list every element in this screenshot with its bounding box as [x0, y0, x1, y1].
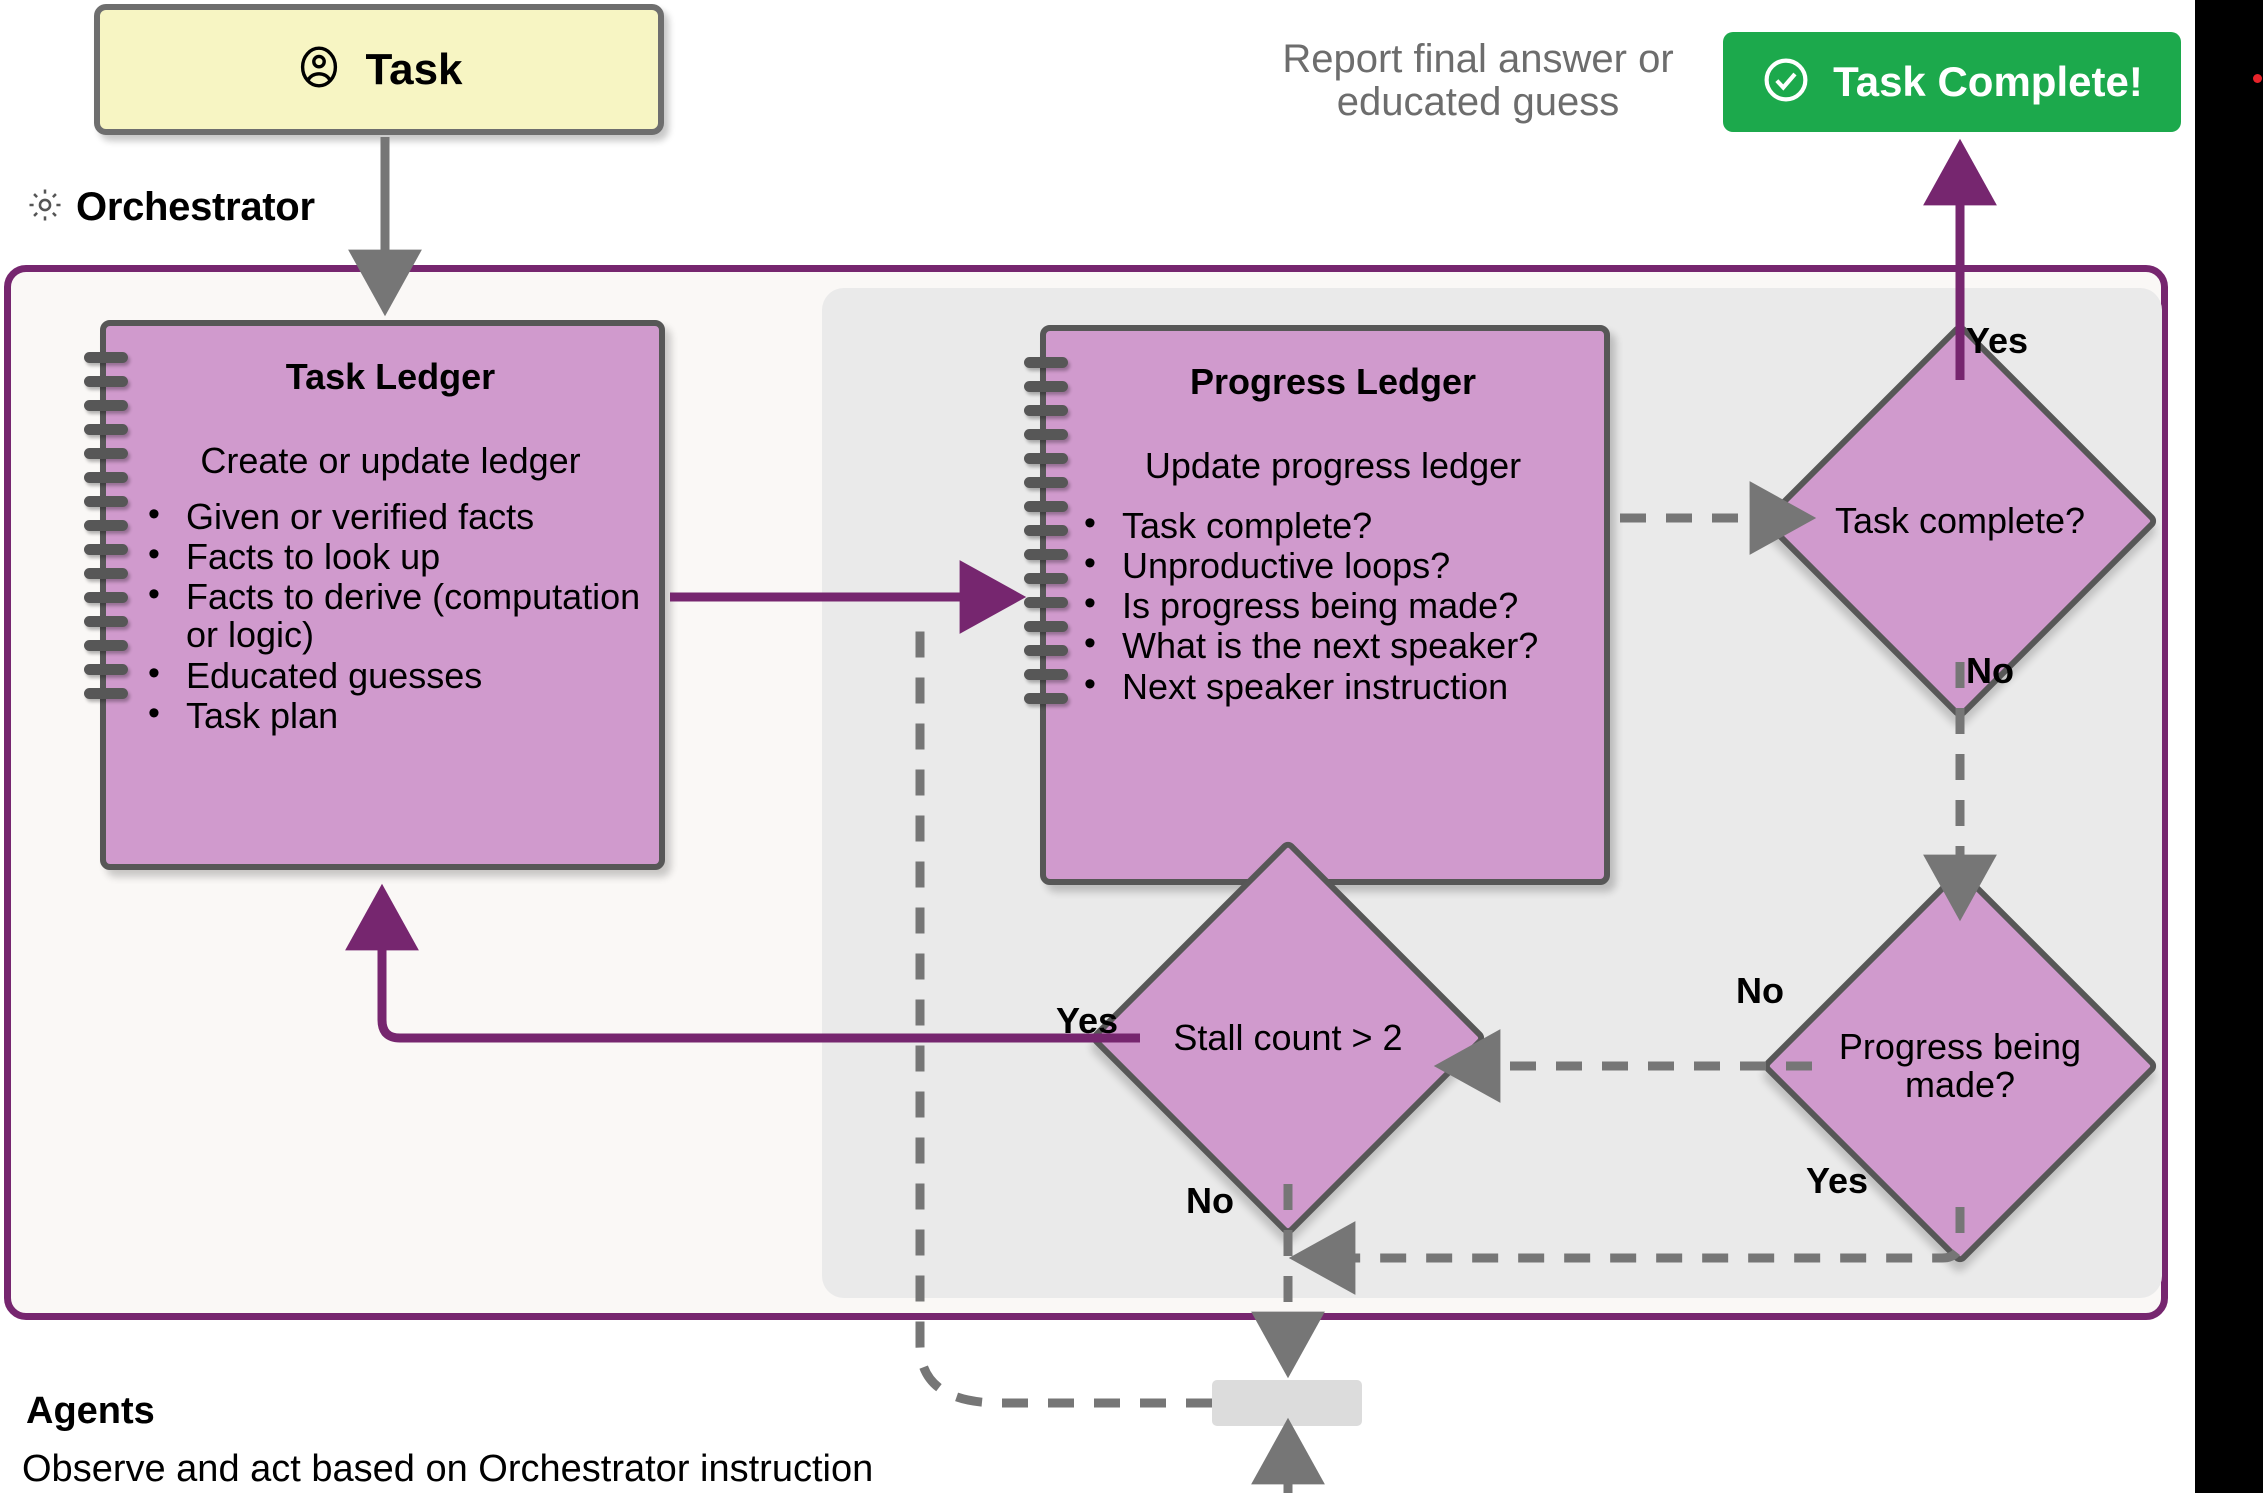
- spiral-binding-icon: [1024, 357, 1068, 853]
- orchestrator-label-text: Orchestrator: [76, 185, 315, 229]
- gear-icon: [26, 186, 64, 229]
- decision-task-complete-label: Task complete?: [1834, 499, 2086, 541]
- task-ledger-card: Task Ledger Create or update ledger Give…: [84, 320, 665, 870]
- edge-label-progress-made-no: No: [1736, 970, 1784, 1011]
- list-item: Given or verified facts: [140, 496, 641, 536]
- task-ledger-title: Task Ledger: [285, 356, 496, 397]
- decision-task-complete: Task complete?: [1760, 321, 2160, 721]
- edge-label-stall-no: No: [1186, 1180, 1234, 1221]
- report-final-answer-note: Report final answer or educated guess: [1282, 37, 1674, 125]
- decision-stall-count-label: Stall count > 2: [1173, 1016, 1403, 1058]
- decision-progress-being-made-label: Progress being made?: [1838, 1025, 2082, 1105]
- agents-title: Agents: [26, 1390, 155, 1432]
- list-item: Is progress being made?: [1076, 585, 1590, 625]
- check-circle-icon: [1761, 55, 1811, 110]
- task-ledger-subtitle: Create or update ledger: [200, 440, 581, 481]
- agent-placeholder-box: [1212, 1380, 1362, 1426]
- progress-ledger-list: Task complete? Unproductive loops? Is pr…: [1076, 505, 1590, 706]
- task-card-label: Task: [365, 44, 463, 94]
- edge-label-task-complete-yes: Yes: [1966, 320, 2029, 361]
- spiral-binding-icon: [84, 352, 128, 838]
- task-ledger-list: Given or verified facts Facts to look up…: [140, 496, 641, 735]
- list-item: Educated guesses: [140, 655, 641, 695]
- list-item: Facts to look up: [140, 536, 641, 576]
- task-complete-button-label: Task Complete!: [1833, 58, 2143, 105]
- task-card: Task: [94, 4, 664, 135]
- right-black-strip: [2195, 0, 2263, 1493]
- progress-ledger-card: Progress Ledger Update progress ledger T…: [1024, 325, 1610, 885]
- list-item: Task plan: [140, 695, 641, 735]
- list-item: Facts to derive (computation or logic): [140, 576, 641, 654]
- decision-stall-count: Stall count > 2: [1088, 838, 1488, 1238]
- list-item: What is the next speaker?: [1076, 625, 1590, 665]
- edge-label-stall-yes: Yes: [1056, 1000, 1119, 1041]
- list-item: Task complete?: [1076, 505, 1590, 545]
- task-complete-button[interactable]: Task Complete!: [1723, 32, 2181, 132]
- agents-description: Observe and act based on Orchestrator in…: [22, 1448, 874, 1490]
- edge-label-task-complete-no: No: [1966, 650, 2014, 691]
- red-dot-marker: [2253, 74, 2262, 83]
- list-item: Unproductive loops?: [1076, 545, 1590, 585]
- progress-ledger-subtitle: Update progress ledger: [1144, 445, 1522, 486]
- user-circle-icon: [295, 43, 343, 96]
- list-item: Next speaker instruction: [1076, 666, 1590, 706]
- edge-label-progress-made-yes: Yes: [1806, 1160, 1869, 1201]
- decision-progress-being-made: Progress being made?: [1760, 866, 2160, 1266]
- orchestrator-label: Orchestrator: [26, 185, 315, 230]
- progress-ledger-title: Progress Ledger: [1189, 361, 1477, 402]
